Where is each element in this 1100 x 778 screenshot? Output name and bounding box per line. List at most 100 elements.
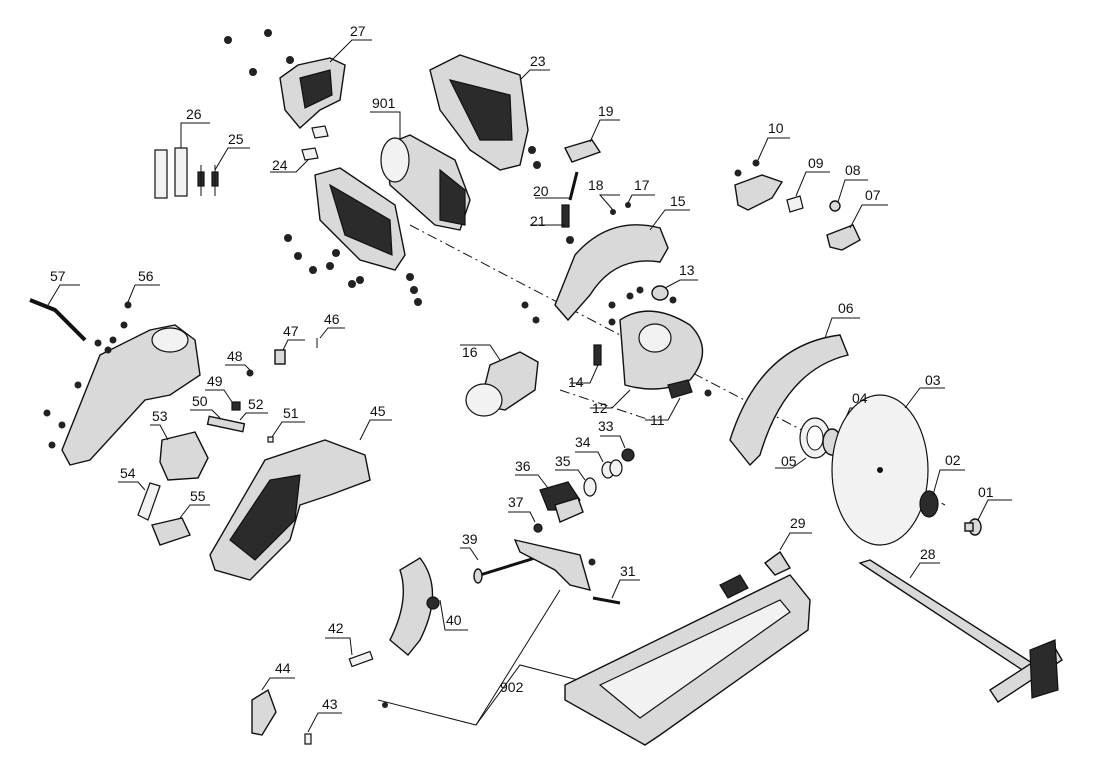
part-20-rod [535, 171, 579, 201]
label-23: 23 [530, 53, 546, 69]
label-04: 04 [852, 390, 868, 406]
part-34-spring [575, 451, 623, 479]
screw [533, 161, 541, 169]
lower-motor-housing [314, 167, 406, 271]
base-plate [564, 574, 811, 746]
leader-18 [598, 194, 620, 211]
part-18-screw [610, 209, 616, 215]
label-37: 37 [508, 494, 524, 510]
label-50: 50 [192, 393, 208, 409]
part-47-switch [274, 339, 305, 365]
part-48-screw [225, 364, 254, 377]
leader-56 [127, 284, 160, 303]
handle-housing-left [61, 324, 201, 466]
label-07: 07 [865, 187, 881, 203]
part-19-button [564, 119, 620, 163]
label-31: 31 [620, 563, 636, 579]
label-34: 34 [575, 434, 591, 450]
part-08-nut [829, 179, 868, 212]
part-42-pin [325, 637, 374, 668]
part-24-pad [270, 125, 329, 173]
part-13-bushing [651, 279, 698, 301]
label-14: 14 [568, 374, 584, 390]
label-06: 06 [838, 300, 854, 316]
part-49-spring [205, 389, 241, 411]
part-40-knob [426, 596, 468, 631]
label-11: 11 [650, 412, 665, 428]
label-56: 56 [138, 268, 154, 284]
label-05: 05 [781, 453, 797, 469]
labels: 01 02 03 04 05 06 07 08 09 10 11 12 13 1… [50, 23, 994, 712]
part-45-handle-right [209, 419, 392, 581]
label-902: 902 [500, 679, 524, 695]
screws-group-27 [224, 29, 294, 76]
part-31-pin [592, 579, 640, 605]
part-14-spring [570, 344, 602, 384]
part-43-pin [304, 712, 342, 745]
label-53: 53 [152, 408, 168, 424]
label-40: 40 [446, 612, 462, 628]
label-46: 46 [324, 311, 340, 327]
label-26: 26 [186, 106, 202, 122]
assembly-axis-secondary [559, 389, 651, 421]
part-17-screw [625, 202, 631, 208]
label-02: 02 [945, 452, 961, 468]
label-16: 16 [462, 344, 478, 360]
screws-group-housing [284, 234, 422, 306]
label-20: 20 [533, 183, 549, 199]
part-07-knob [826, 204, 888, 251]
label-36: 36 [515, 458, 531, 474]
screw [566, 236, 574, 244]
label-44: 44 [275, 660, 291, 676]
part-12-lower-guard [590, 310, 704, 409]
part-39-screw [460, 547, 536, 584]
part-37-washer [508, 511, 543, 533]
bracket [513, 539, 596, 591]
label-54: 54 [120, 465, 136, 481]
label-03: 03 [925, 372, 941, 388]
part-54-pad [118, 481, 161, 521]
part-50-link [190, 409, 223, 421]
part-09-pad [786, 171, 830, 213]
bevel-plate [389, 557, 434, 656]
label-39: 39 [462, 531, 478, 547]
label-42: 42 [328, 620, 344, 636]
label-33: 33 [598, 418, 614, 434]
part-46-pin [316, 327, 345, 348]
label-27: 27 [350, 23, 366, 39]
label-28: 28 [920, 546, 936, 562]
label-57: 57 [50, 268, 66, 284]
label-10: 10 [768, 120, 784, 136]
part-26-pads [154, 122, 210, 199]
part-10-clamp [734, 137, 790, 211]
label-08: 08 [845, 162, 861, 178]
part-35-bushing [555, 469, 597, 497]
label-13: 13 [679, 262, 695, 278]
part-44-lever [251, 677, 295, 736]
part-15-blade-guard [554, 209, 690, 322]
label-21: 21 [530, 213, 546, 229]
screw [528, 146, 536, 154]
part-53-module [150, 424, 209, 481]
screws-group-guard [521, 286, 712, 397]
part-52-shaft [206, 412, 268, 433]
part-36-lever [515, 474, 584, 523]
screws-group-handle [43, 301, 132, 449]
label-01: 01 [978, 484, 994, 500]
label-15: 15 [670, 193, 686, 209]
label-25: 25 [228, 131, 244, 147]
part-23-housing [429, 54, 550, 171]
part-02-flange [919, 469, 965, 518]
label-35: 35 [555, 453, 571, 469]
label-55: 55 [190, 488, 206, 504]
part-33-nut [600, 435, 635, 462]
part-16-dust-port [460, 344, 539, 417]
leader-902 [377, 589, 579, 726]
part-21-spring [530, 204, 570, 228]
label-47: 47 [283, 323, 299, 339]
label-52: 52 [248, 396, 264, 412]
label-43: 43 [322, 696, 338, 712]
part-27-cover [279, 39, 372, 130]
